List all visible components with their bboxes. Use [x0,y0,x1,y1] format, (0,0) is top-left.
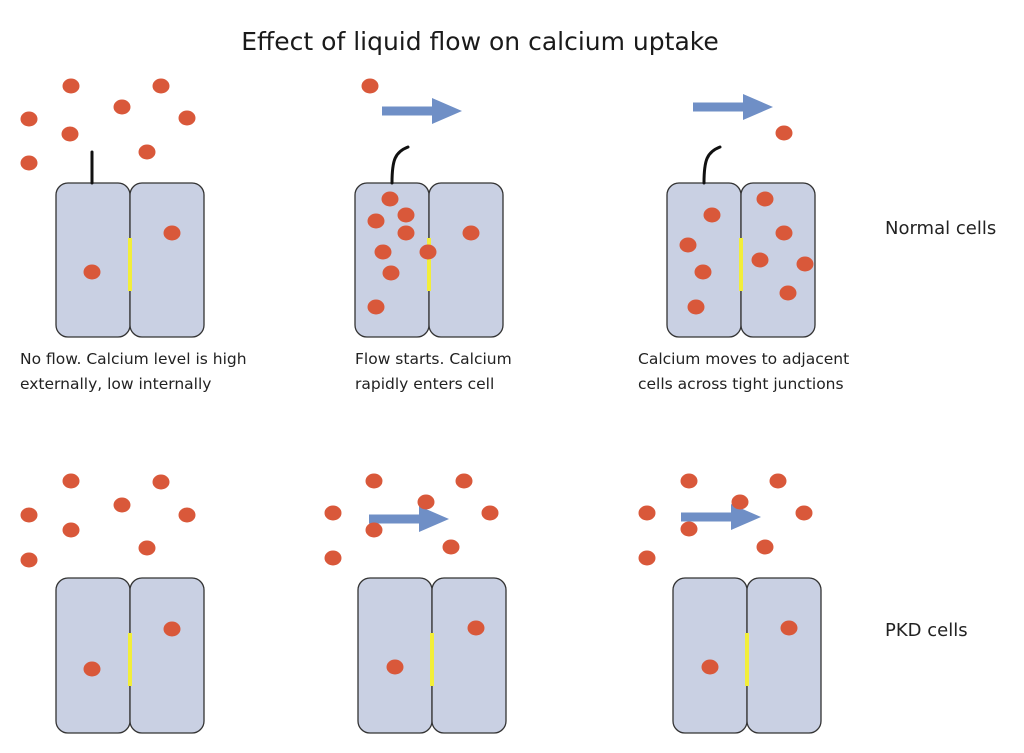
calcium-ion-extracellular [20,155,38,171]
calcium-ion-extracellular [62,473,80,489]
calcium-ion-intracellular [163,621,181,637]
calcium-ion-extracellular [442,539,460,555]
calcium-ion-intracellular [779,285,797,301]
calcium-ion-extracellular [113,99,131,115]
calcium-ion-intracellular [367,299,385,315]
right-cell [129,577,205,734]
right-cell [428,182,504,338]
calcium-ion-extracellular [481,505,499,521]
calcium-ion-intracellular [163,225,181,241]
left-cell [357,577,433,734]
flow-arrow-head [743,94,773,120]
calcium-ion-intracellular [83,661,101,677]
caption-3-line-2: cells across tight junctions [638,375,844,393]
caption-3-line-1: Calcium moves to adjacent [638,350,849,368]
calcium-ion-extracellular [638,550,656,566]
calcium-ion-extracellular [152,78,170,94]
calcium-ion-extracellular [731,494,749,510]
panel-normal-flow-starts [354,78,504,338]
calcium-ion-extracellular [20,111,38,127]
calcium-ion-extracellular [152,474,170,490]
flow-arrow-head [419,506,449,532]
calcium-ion-extracellular [417,494,435,510]
calcium-ion-intracellular [367,213,385,229]
calcium-ion-extracellular [638,505,656,521]
calcium-ion-extracellular [178,507,196,523]
calcium-ion-extracellular [178,110,196,126]
calcium-ion-intracellular [374,244,392,260]
calcium-ion-extracellular [61,126,79,142]
caption-2-line-2: rapidly enters cell [355,375,494,393]
flow-arrow-head [731,504,761,530]
panel-normal-junction-transfer [666,94,816,338]
calcium-ion-extracellular [138,540,156,556]
panels [20,78,822,734]
calcium-ion-intracellular [386,659,404,675]
caption-1-line-2: externally, low internally [20,375,211,393]
calcium-ion-extracellular [113,497,131,513]
right-cell [746,577,822,734]
calcium-ion-intracellular [419,244,437,260]
primary-cilium [702,145,722,185]
calcium-ion-extracellular [20,552,38,568]
calcium-ion-extracellular [324,550,342,566]
calcium-ion-intracellular [751,252,769,268]
caption-1-line-1: No flow. Calcium level is high [20,350,247,368]
panel-normal-no-flow [20,78,205,338]
calcium-ion-intracellular [462,225,480,241]
flow-arrow-head [432,98,462,124]
calcium-ion-intracellular [780,620,798,636]
calcium-ion-intracellular [775,225,793,241]
primary-cilium [390,145,410,185]
left-cell [55,577,131,734]
calcium-ion-extracellular [769,473,787,489]
panel-pkd-flow-starts [324,473,507,734]
left-cell [666,182,742,338]
calcium-ion-extracellular [365,522,383,538]
calcium-ion-extracellular [20,507,38,523]
left-cell [55,182,131,338]
calcium-ion-extracellular [62,522,80,538]
right-cell [431,577,507,734]
calcium-ion-intracellular [381,191,399,207]
caption-2-line-1: Flow starts. Calcium [355,350,512,368]
calcium-ion-extracellular [365,473,383,489]
calcium-ion-extracellular [324,505,342,521]
calcium-ion-intracellular [756,191,774,207]
calcium-ion-extracellular [680,473,698,489]
calcium-ion-intracellular [687,299,705,315]
calcium-ion-intracellular [796,256,814,272]
calcium-ion-intracellular [703,207,721,223]
calcium-ion-extracellular [795,505,813,521]
calcium-ion-intracellular [679,237,697,253]
diagram-title: Effect of liquid flow on calcium uptake [241,27,718,56]
calcium-ion-extracellular [775,125,793,141]
calcium-ion-intracellular [694,264,712,280]
calcium-ion-extracellular [138,144,156,160]
panel-pkd-no-flow [20,473,205,734]
row-label-normal-cells: Normal cells [885,218,996,239]
left-cell [672,577,748,734]
right-cell [129,182,205,338]
calcium-ion-extracellular [455,473,473,489]
calcium-ion-intracellular [397,225,415,241]
calcium-ion-extracellular [62,78,80,94]
calcium-ion-intracellular [382,265,400,281]
calcium-ion-extracellular [361,78,379,94]
calcium-ion-intracellular [397,207,415,223]
row-label-pkd-cells: PKD cells [885,620,968,641]
panel-pkd-junction-transfer [638,473,822,734]
calcium-ion-intracellular [701,659,719,675]
calcium-ion-extracellular [756,539,774,555]
calcium-ion-extracellular [680,521,698,537]
calcium-ion-intracellular [83,264,101,280]
calcium-ion-intracellular [467,620,485,636]
